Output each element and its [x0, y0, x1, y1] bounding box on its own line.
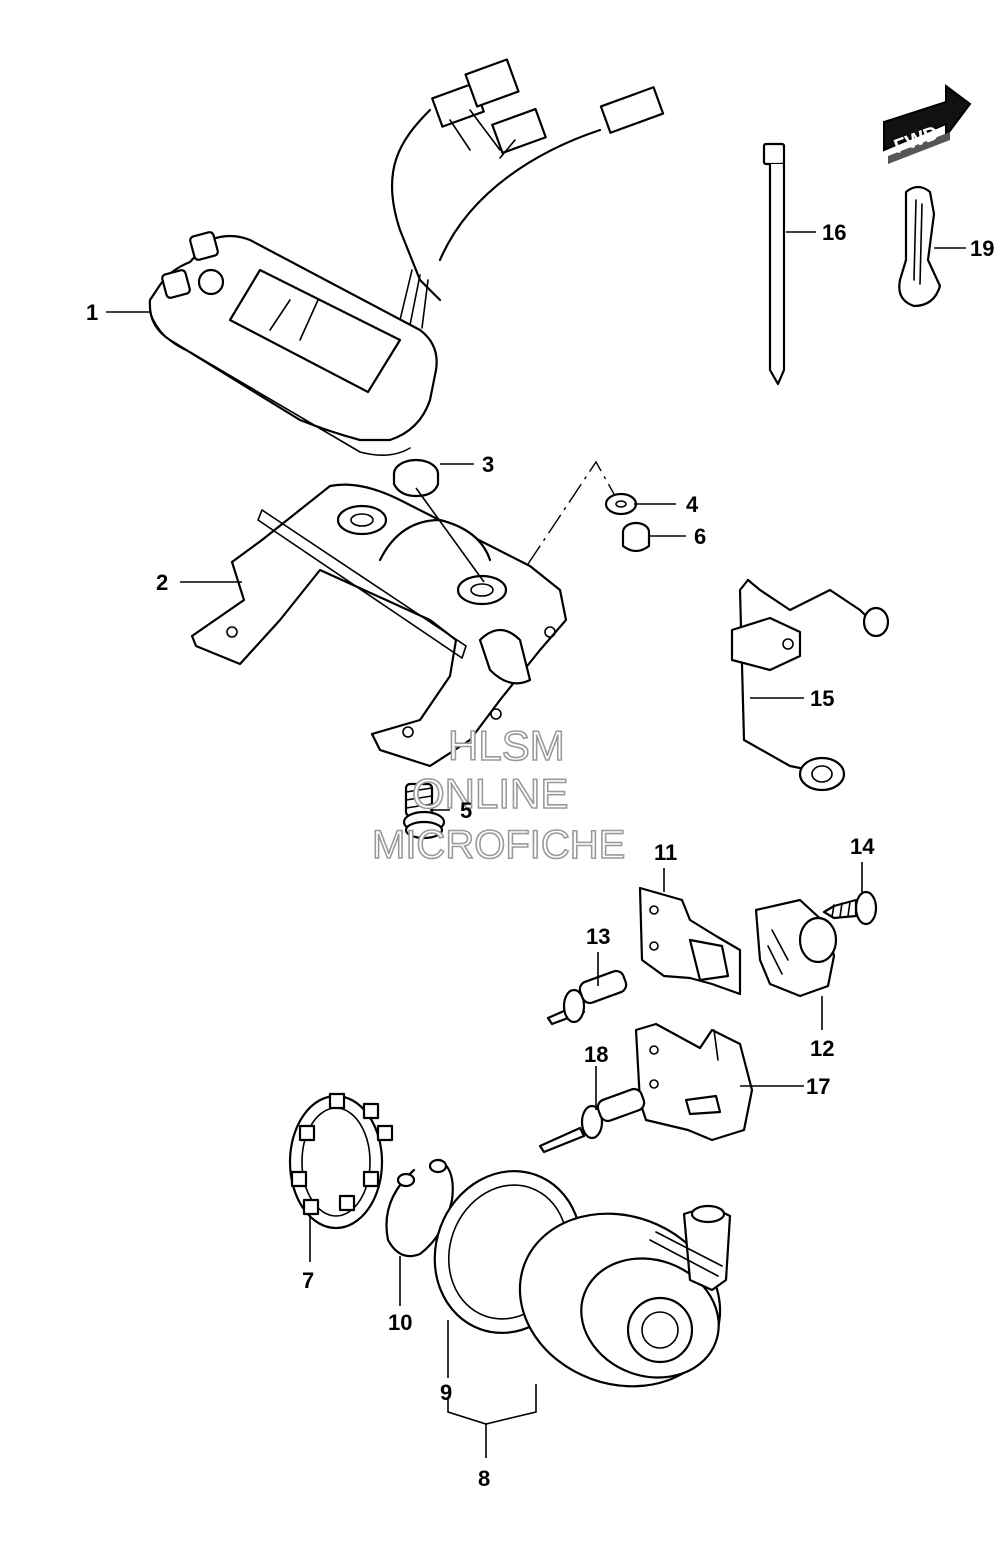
callout-7: 7: [302, 1268, 314, 1293]
cable-tie-part-16: [762, 142, 786, 386]
callout-3: 3: [482, 452, 494, 477]
callout-16: 16: [822, 220, 846, 245]
screw-part-14: [822, 890, 878, 926]
display-unit-part-1: [148, 58, 665, 456]
callout-10: 10: [388, 1310, 412, 1335]
callout-15: 15: [810, 686, 834, 711]
watermark-line-3: MICROFICHE: [372, 823, 625, 867]
wire-bracket-part-15: [730, 578, 890, 792]
callout-18: 18: [584, 1042, 608, 1067]
leader-lines: [106, 231, 966, 1458]
fwd-arrow-badge: FWD: [883, 84, 972, 164]
callout-14: 14: [850, 834, 875, 859]
nut-part-6: [621, 521, 651, 553]
watermark: HLSM ONLINE MICROFICHE: [371, 721, 626, 868]
rivet-part-13: [546, 969, 628, 1026]
callout-4: 4: [686, 492, 699, 517]
sensor-housing-part-8: [518, 1204, 732, 1388]
rivet-part-18: [538, 1087, 646, 1154]
callout-13: 13: [586, 924, 610, 949]
mounting-bracket-part-2: [190, 483, 568, 768]
washer-part-4: [604, 492, 638, 516]
callout-5: 5: [460, 798, 472, 823]
callouts: 1 2 3 4 5 6 7 8 9 10 11 12 13 14 15 16 1…: [86, 220, 994, 1491]
callout-2: 2: [156, 570, 168, 595]
clamp-bracket-part-17: [634, 1022, 754, 1142]
grommet-part-3: [392, 458, 440, 498]
clamp-part-12: [754, 898, 838, 998]
watermark-line-2: ONLINE: [412, 770, 568, 817]
assembly-line: [527, 460, 615, 565]
clamp-bracket-part-11: [638, 886, 742, 996]
callout-6: 6: [694, 524, 706, 549]
watermark-line-1: HLSM: [448, 722, 565, 769]
callout-17: 17: [806, 1074, 830, 1099]
callout-9: 9: [440, 1380, 452, 1405]
callout-11: 11: [654, 840, 677, 865]
callout-12: 12: [810, 1036, 834, 1061]
callout-8: 8: [478, 1466, 490, 1491]
bolt-part-5: [402, 782, 446, 840]
clip-part-19: [898, 185, 942, 308]
circlip-part-10: [385, 1158, 454, 1258]
retainer-ring-part-7: [288, 1092, 394, 1230]
callout-19: 19: [970, 236, 994, 261]
callout-1: 1: [86, 300, 98, 325]
